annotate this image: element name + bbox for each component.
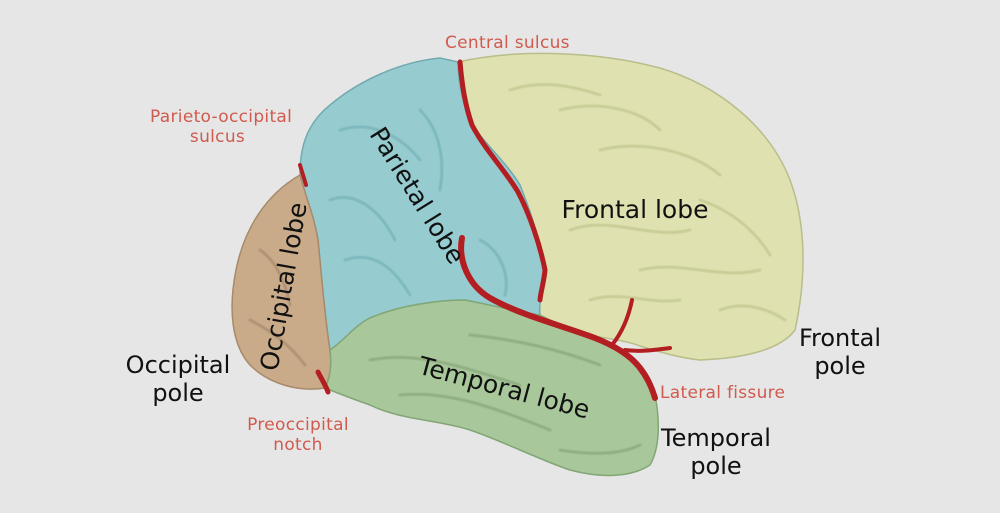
frontal-lobe-label: Frontal lobe [562,195,709,224]
lateral-fissure-branch-up [610,298,634,347]
occipital-lobe-region [231,173,332,390]
frontal-pole-label: Frontal pole [798,324,882,380]
lateral-fissure-line [458,235,658,401]
preoccipital-notch-line [315,369,331,395]
gyri-texture [248,83,787,455]
parieto-occipital-sulcus-line [298,163,308,187]
lateral-fissure-label: Lateral fissure [660,383,786,403]
temporal-pole-label: Temporal pole [661,424,771,480]
central-sulcus-label: Central sulcus [445,33,570,53]
parieto-occipital-sulcus-label: Parieto-occipital sulcus [150,107,293,147]
preoccipital-notch-label: Preoccipital notch [247,415,349,455]
occipital-pole-label: Occipital pole [125,351,231,407]
lateral-fissure-branch-right [623,346,672,353]
sulci [298,59,672,401]
central-sulcus-line [457,59,548,303]
temporal-lobe-region [323,299,660,477]
